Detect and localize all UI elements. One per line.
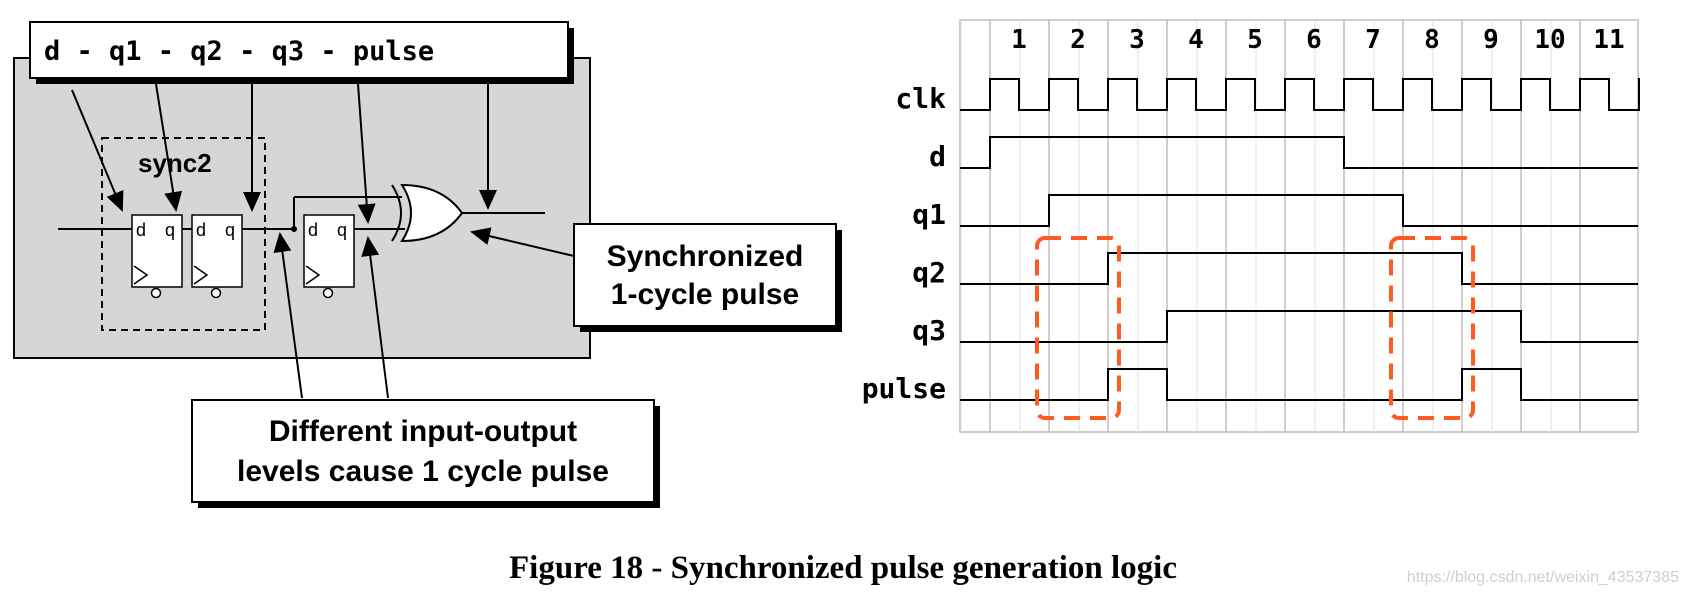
arrow-level-b — [361, 236, 389, 399]
cycle-number-2: 2 — [1070, 25, 1086, 55]
signal-label-clk: clk — [895, 82, 946, 115]
cycle-number-5: 5 — [1247, 25, 1263, 55]
signal-label-d: d — [929, 140, 946, 173]
svg-text:q: q — [337, 220, 347, 240]
xor-gate — [391, 183, 464, 243]
cycle-number-9: 9 — [1483, 25, 1499, 55]
watermark: https://blog.csdn.net/weixin_43537385 — [1407, 569, 1679, 586]
svg-text:d: d — [196, 220, 206, 240]
waveform-q3 — [960, 310, 1638, 343]
waveform-pulse — [960, 368, 1638, 401]
signal-label-q3: q3 — [912, 314, 946, 347]
signal-chain-box — [29, 21, 569, 79]
schematic-panel — [13, 57, 591, 359]
timing-diagram: 1 2 3 4 5 6 7 8 9 10 11 clk d q1 q2 q3 pulse — [862, 19, 1640, 433]
svg-text:q: q — [225, 220, 235, 240]
arrow-level-a — [273, 232, 303, 399]
level-callout-line1: Different input-output — [269, 415, 577, 448]
output-callout-line1: Synchronized — [607, 240, 804, 273]
waveform-q1 — [960, 194, 1638, 227]
signal-label-q2: q2 — [912, 256, 946, 289]
output-callout-box — [573, 223, 837, 327]
level-callout-box — [191, 399, 655, 503]
sync2-label: sync2 — [138, 148, 212, 178]
waveform-q2 — [960, 252, 1638, 285]
signal-label-pulse: pulse — [862, 372, 946, 405]
svg-text:d: d — [308, 220, 318, 240]
sync2-box — [101, 137, 266, 331]
cycle-number-6: 6 — [1306, 25, 1322, 55]
arrow-output-callout — [470, 227, 575, 257]
waveform-clk — [960, 78, 1640, 111]
schematic: sync2 d q d q d q — [13, 21, 842, 508]
arrow-q1 — [155, 83, 183, 212]
highlight-box-cycle-9 — [1389, 236, 1475, 420]
level-callout-line2: levels cause 1 cycle pulse — [237, 455, 609, 488]
cycle-number-11: 11 — [1593, 25, 1624, 55]
signal-label-q1: q1 — [912, 198, 946, 231]
cycle-number-4: 4 — [1188, 25, 1204, 55]
cycle-number-7: 7 — [1365, 25, 1381, 55]
signal-chain-label: d - q1 - q2 - q3 - pulse — [44, 36, 434, 67]
flip-flop-2: d q — [191, 214, 243, 299]
arrow-d — [71, 89, 124, 212]
cycle-number-3: 3 — [1129, 25, 1145, 55]
output-callout-line2: 1-cycle pulse — [611, 278, 799, 311]
cycle-number-1: 1 — [1011, 25, 1027, 55]
flip-flop-3: d q — [303, 214, 355, 299]
highlight-box-cycle-3 — [1035, 236, 1121, 420]
waveform-d — [960, 136, 1638, 169]
svg-text:q: q — [165, 220, 175, 240]
flip-flop-1: d q — [131, 214, 183, 299]
cycle-number-10: 10 — [1534, 25, 1565, 55]
cycle-number-8: 8 — [1424, 25, 1440, 55]
figure-caption: Figure 18 - Synchronized pulse generatio… — [509, 550, 1177, 586]
arrow-q3 — [357, 83, 376, 224]
svg-text:d: d — [136, 220, 146, 240]
